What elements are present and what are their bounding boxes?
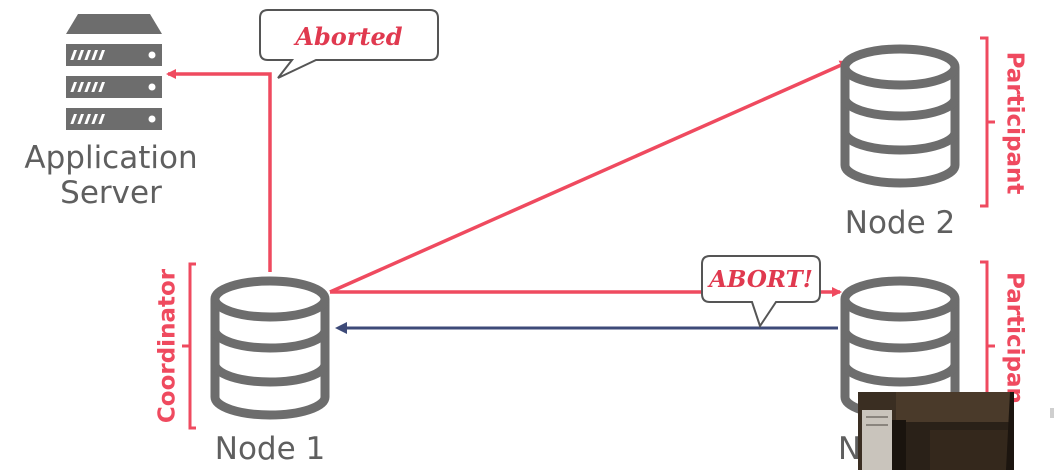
coordinator-bracket	[182, 262, 196, 430]
arrow-to-app-server	[166, 69, 272, 272]
abort-bubble: ABORT!	[701, 255, 821, 329]
participant-label-node2: Participant	[1002, 52, 1028, 195]
participant-bracket-node2	[980, 36, 995, 208]
participant-label-node3: Participan	[1002, 272, 1028, 404]
node2: Node 2 Participant	[840, 36, 1028, 241]
coordinator-label: Coordinator	[155, 268, 181, 423]
node1: Node 1 Coordinator	[155, 262, 330, 467]
aborted-bubble-text: Aborted	[293, 22, 402, 51]
node3: N Participan	[838, 260, 1028, 467]
app-server-label-line2: Server	[60, 175, 162, 211]
app-server-label-line1: Application	[24, 140, 197, 176]
node3-label: N	[838, 431, 861, 467]
database-icon	[840, 276, 960, 420]
database-icon	[840, 44, 960, 188]
webcam-feed	[858, 392, 1014, 470]
database-icon	[210, 276, 330, 420]
abort-bubble-text: ABORT!	[707, 266, 813, 293]
server-rack-icon	[66, 14, 162, 130]
node2-label: Node 2	[845, 205, 955, 241]
node1-label: Node 1	[215, 431, 325, 467]
application-server: Application Server	[24, 14, 198, 211]
edge-marker	[1050, 408, 1054, 418]
arrow-node1-to-node2	[329, 60, 850, 294]
aborted-bubble: Aborted	[259, 9, 439, 79]
